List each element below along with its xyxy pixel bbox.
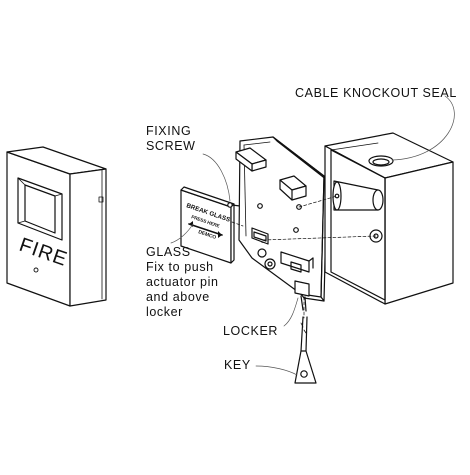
label-fixing-screw-line-2: SCREW: [146, 139, 196, 153]
leader-glass: [170, 223, 194, 244]
locker: [294, 280, 310, 312]
key: [294, 316, 317, 384]
leader-key: [255, 365, 298, 376]
label-glass-line-5: locker: [146, 305, 183, 319]
mechanism-plate: [235, 136, 328, 302]
label-glass: GLASS Fix to push actuator pin and above…: [146, 245, 219, 320]
label-key: KEY: [224, 358, 251, 372]
leader-cable-knockout-seal: [391, 95, 455, 161]
label-glass-line-1: GLASS: [146, 245, 191, 259]
label-locker: LOCKER: [223, 324, 279, 338]
label-glass-line-3: actuator pin: [146, 275, 219, 289]
label-glass-line-2: Fix to push: [146, 260, 214, 274]
assembly-lines: [231, 195, 377, 319]
label-cable-knockout-seal: CABLE KNOCKOUT SEAL: [295, 86, 457, 100]
leader-fixing-screw: [202, 153, 231, 202]
glass-text-brand: DEMCO: [197, 229, 217, 241]
glass-panel: BREAK GLASS PRESS HERE DEMCO: [180, 186, 235, 264]
back-box: [324, 132, 454, 305]
label-glass-line-4: and above: [146, 290, 210, 304]
label-fixing-screw-line-1: FIXING: [146, 124, 192, 138]
leader-lines: [170, 95, 455, 376]
label-fixing-screw: FIXING SCREW: [146, 124, 196, 154]
leader-locker: [283, 297, 299, 327]
front-cover: FIRE: [6, 146, 107, 307]
